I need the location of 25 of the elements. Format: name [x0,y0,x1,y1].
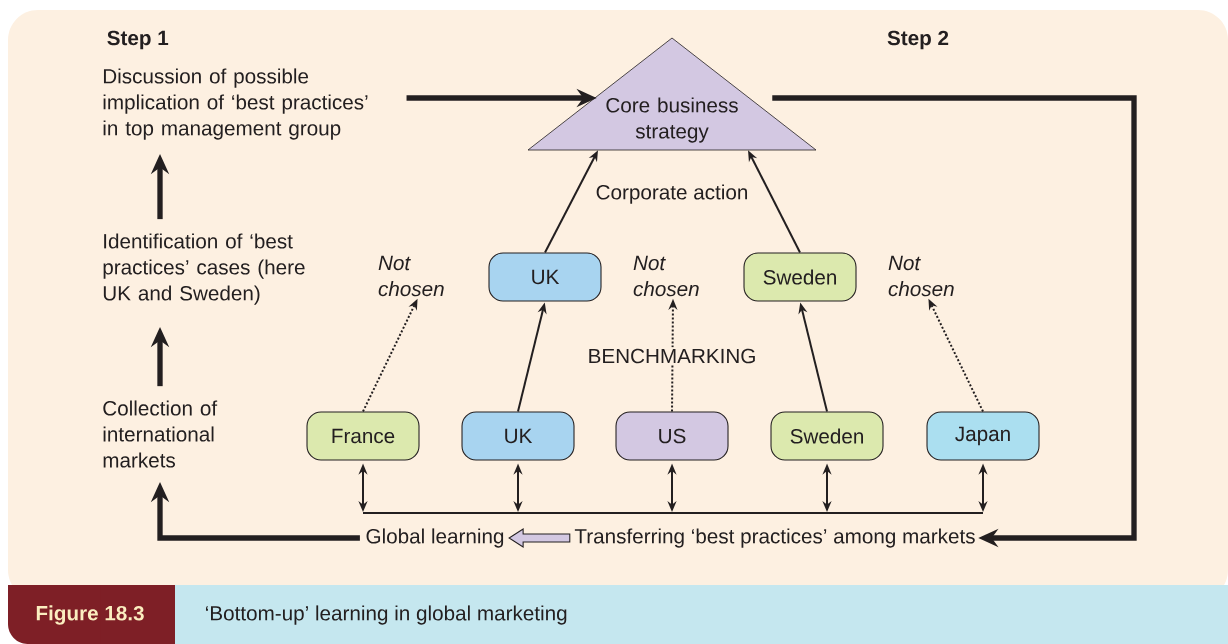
step-text: Identification of ‘best practices’ cases (here UK and Sweden) [103,233,305,305]
section-label: BENCHMARKING [586,347,758,365]
figure-number-badge: Figure 18.3 [8,585,175,644]
market-box: Sweden [743,252,857,302]
flow-text: Transferring ‘best practices’ among markets [574,528,975,548]
note-text: Not chosen [888,255,954,297]
step-heading: Step 2 [887,30,949,50]
flow-text: Global learning [366,528,504,548]
market-box: France [306,411,420,461]
market-box: UK [488,252,602,302]
block-arrow [508,528,571,548]
market-box: UK [461,411,575,461]
strategy-triangle: Core business strategy [527,37,817,151]
market-box: Japan [926,411,1040,461]
connector-bar [362,512,984,514]
step-heading: Step 1 [107,30,169,50]
arrow [772,95,1137,548]
step-text: Discussion of possible implication of ‘best practices’ in top management group [103,68,368,140]
note-text: Not chosen [633,255,699,297]
caption-bar: ‘Bottom-up’ learning in global marketing [175,585,1228,644]
step-text: Collection of international markets [103,400,218,468]
market-box: Sweden [770,411,884,461]
label-text: Corporate action [596,184,747,204]
note-text: Not chosen [378,255,444,297]
market-box: US [615,411,729,461]
